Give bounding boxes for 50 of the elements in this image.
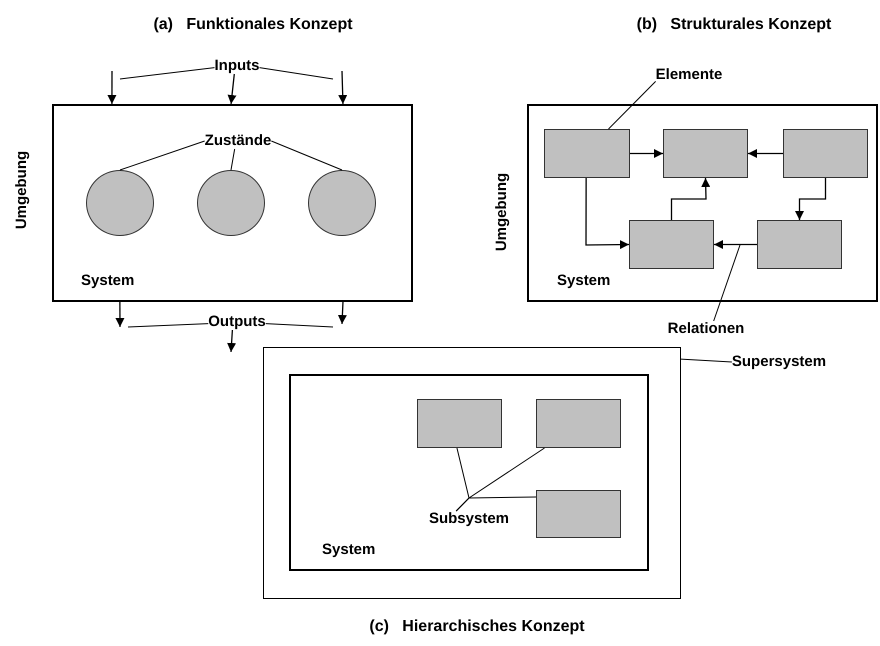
- arrow: [630, 149, 663, 158]
- callout-label: Subsystem: [428, 511, 510, 527]
- callout-label: Relationen: [668, 321, 744, 337]
- system-box: [52, 104, 413, 302]
- arrow: [714, 240, 757, 249]
- panel-title: (a) Funktionales Konzept: [153, 17, 353, 33]
- arrow: [670, 178, 710, 220]
- system-box: [289, 374, 649, 571]
- arrow: [227, 330, 236, 352]
- element-box: [757, 220, 842, 269]
- leader-line: [713, 244, 740, 322]
- callout-label: Zustände: [204, 133, 272, 149]
- box-title: System: [322, 542, 376, 558]
- arrow: [228, 74, 236, 104]
- leader-line: [270, 140, 342, 170]
- panel-title: (b) Strukturales Konzept: [636, 17, 832, 33]
- leader-line: [230, 148, 236, 170]
- element-box: [783, 129, 868, 178]
- environment-label: Umgebung: [494, 172, 510, 252]
- callout-label: Outputs: [208, 314, 266, 330]
- arrow: [338, 302, 347, 324]
- element-box: [417, 399, 502, 448]
- leader-line: [456, 496, 536, 512]
- panel-title: (c) Hierarchisches Konzept: [369, 619, 585, 635]
- arrow: [795, 178, 826, 220]
- element-box: [536, 490, 621, 538]
- arrow: [115, 302, 124, 327]
- arrow: [748, 149, 783, 158]
- supersystem-box: [263, 347, 681, 599]
- element-box: [629, 220, 714, 269]
- element-box: [536, 399, 621, 448]
- callout-label: Inputs: [214, 58, 260, 74]
- arrow: [107, 71, 116, 104]
- element-box: [544, 129, 630, 178]
- leader-line: [120, 140, 206, 170]
- leader-line: [608, 80, 656, 130]
- box-title: System: [81, 273, 134, 289]
- system-box: [527, 104, 878, 302]
- leader-line: [265, 323, 334, 328]
- leader-line: [680, 358, 732, 362]
- leader-line: [128, 323, 209, 328]
- element-box: [663, 129, 748, 178]
- leader-line: [120, 67, 215, 80]
- box-title: System: [557, 273, 610, 289]
- arrow: [338, 70, 348, 104]
- arrow: [585, 178, 629, 250]
- callout-label: Elemente: [656, 67, 722, 83]
- leader-line: [259, 67, 334, 80]
- callout-label: Supersystem: [732, 354, 826, 370]
- environment-label: Umgebung: [14, 150, 30, 230]
